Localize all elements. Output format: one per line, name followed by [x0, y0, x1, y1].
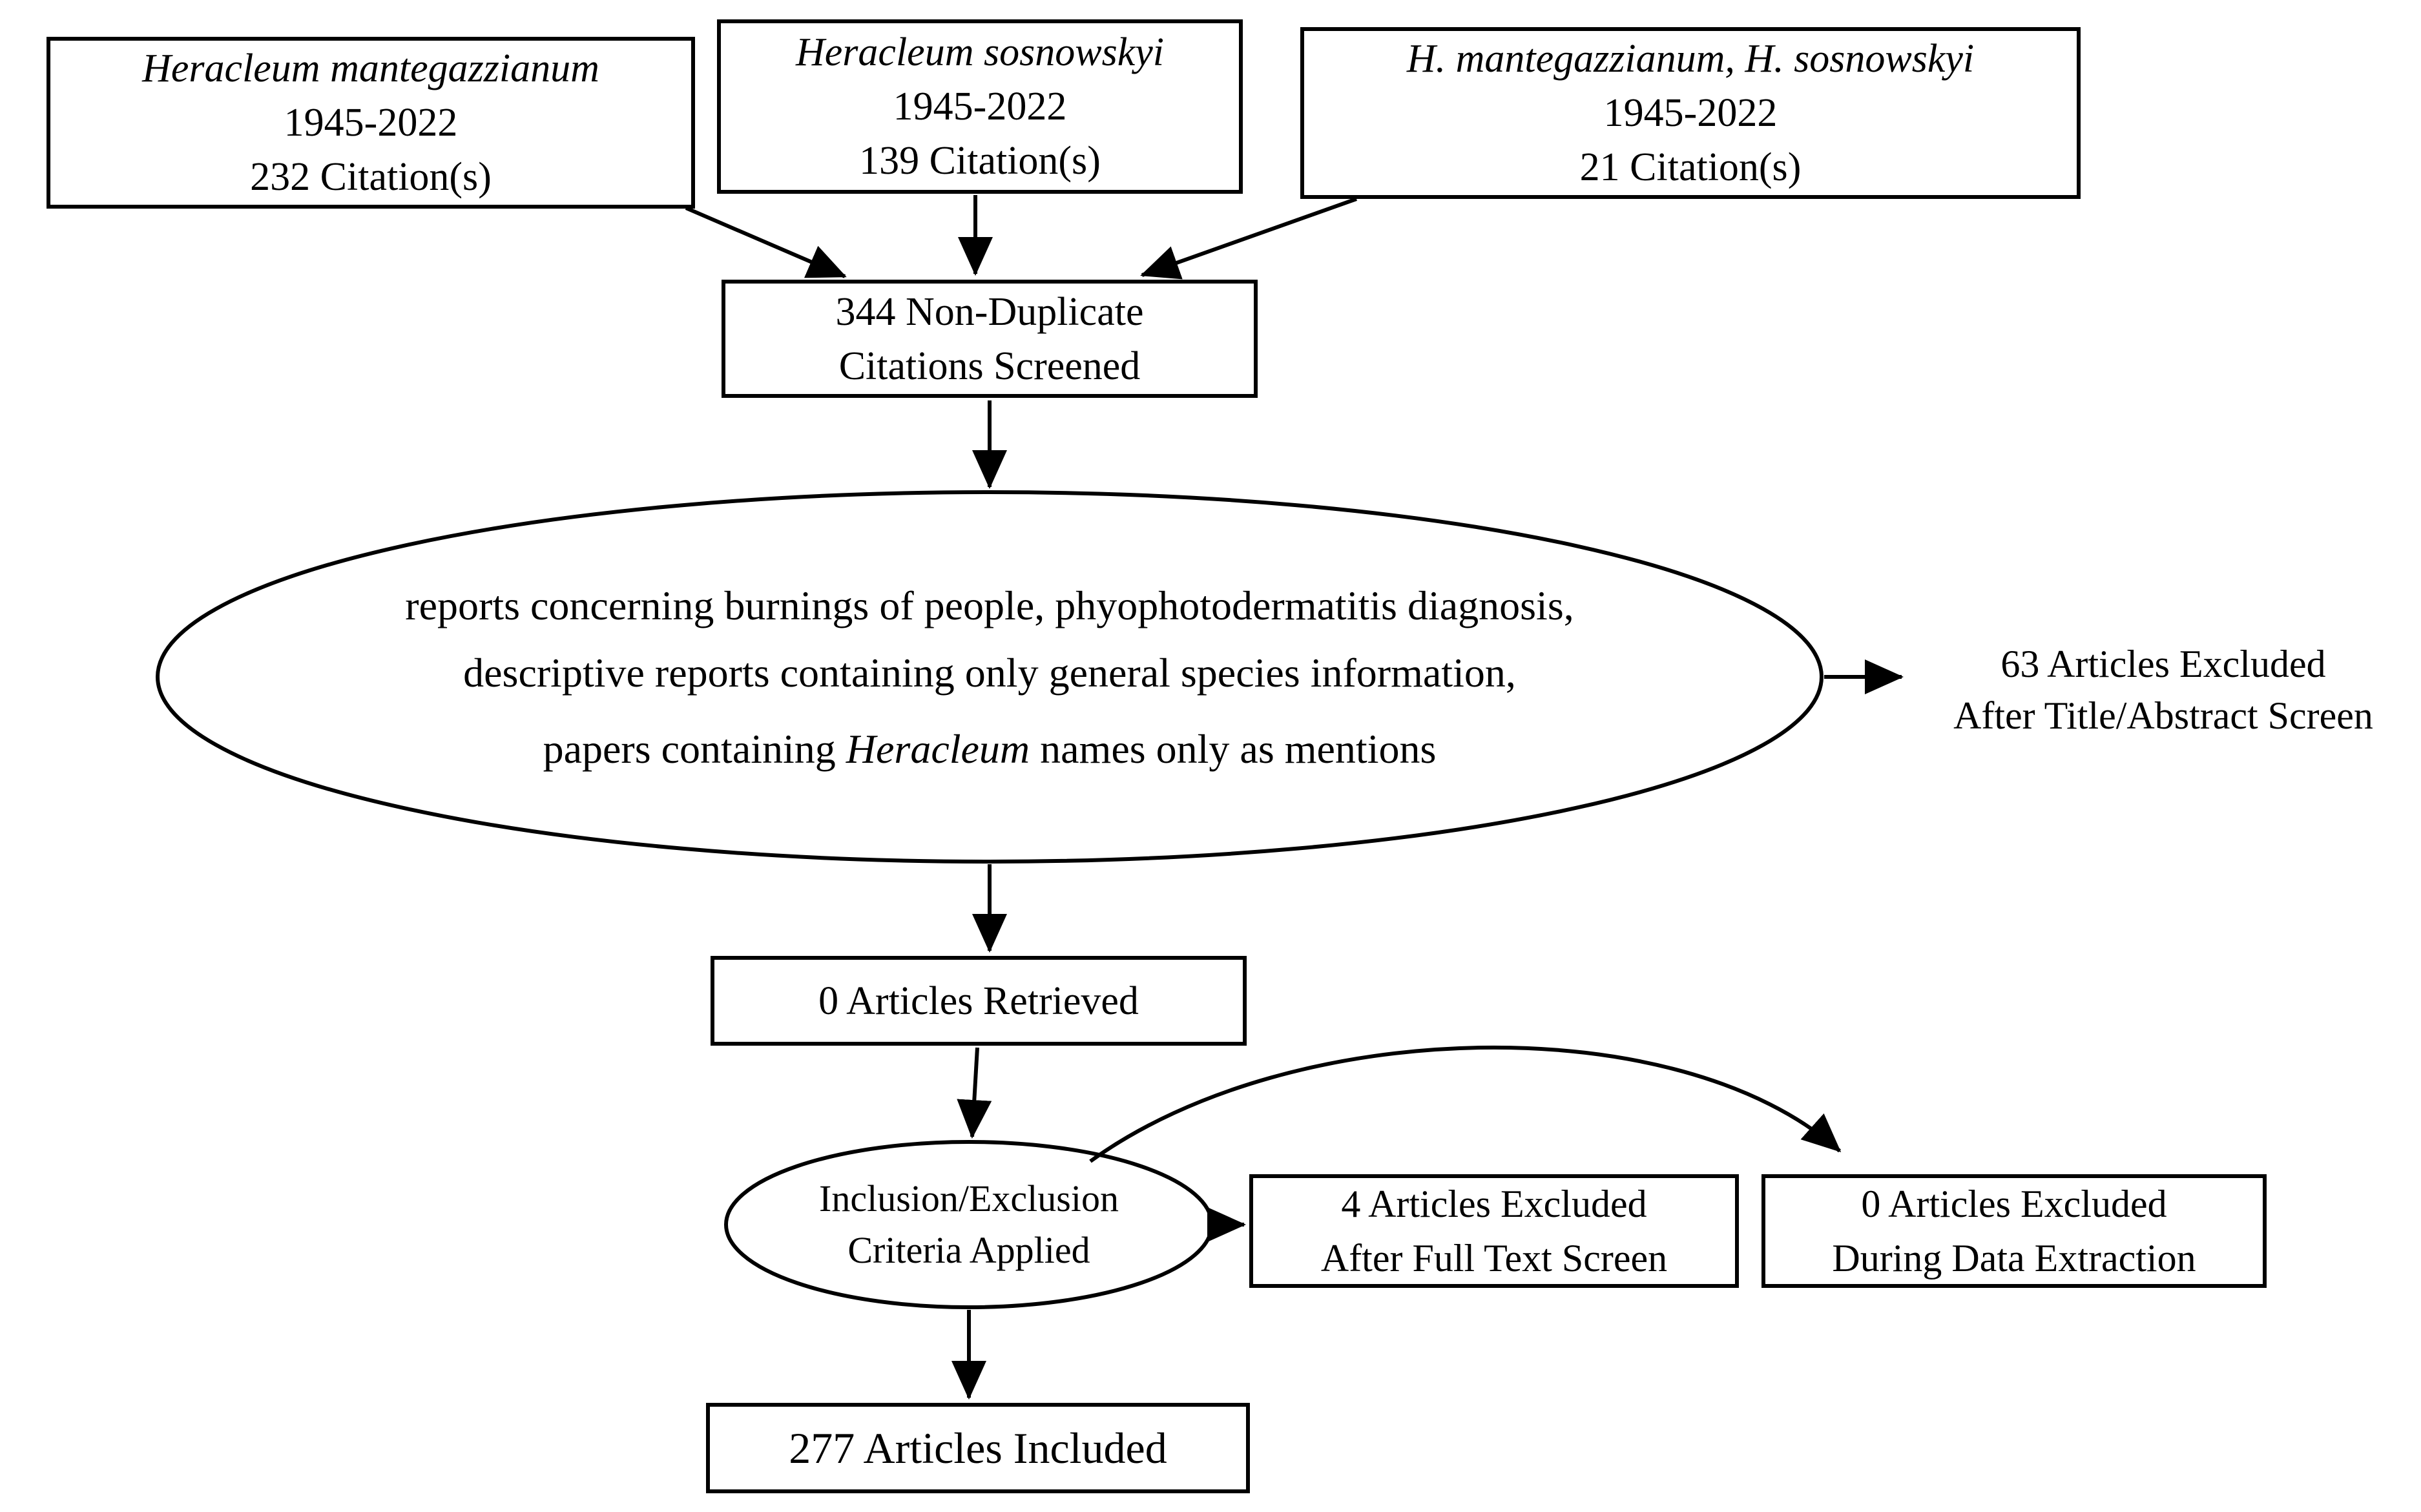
data-extraction-excluded-box: 0 Articles Excluded During Data Extracti…	[1761, 1174, 2267, 1288]
fulltext-excluded-box: 4 Articles Excluded After Full Text Scre…	[1249, 1174, 1739, 1288]
included-label: 277 Articles Included	[789, 1424, 1167, 1473]
dataextract-excluded-line2: During Data Extraction	[1832, 1237, 2196, 1279]
source-title: Heracleum mantegazzianum	[142, 47, 599, 90]
articles-retrieved-box: 0 Articles Retrieved	[711, 956, 1247, 1046]
title-abstract-excluded-label: 63 Articles Excluded After Title/Abstrac…	[1906, 638, 2421, 741]
source-years: 1945-2022	[284, 101, 458, 145]
excluded63-line1: 63 Articles Excluded	[2000, 643, 2326, 685]
criteria-line3-species: Heracleum	[846, 726, 1030, 772]
criteria-applied-line1: Inclusion/Exclusion	[819, 1177, 1119, 1219]
fulltext-excluded-line2: After Full Text Screen	[1320, 1237, 1668, 1279]
exclusion-criteria-text: reports concerning burnings of people, p…	[156, 493, 1823, 862]
source-title: H. mantegazzianum, H. sosnowskyi	[1406, 37, 1975, 81]
source-box-heracleum-sosnowskyi: Heracleum sosnowskyi 1945-2022 139 Citat…	[717, 19, 1243, 194]
criteria-line3: papers containing Heracleum names only a…	[543, 716, 1437, 783]
source-title: Heracleum sosnowskyi	[796, 30, 1164, 74]
criteria-line3-post: names only as mentions	[1030, 726, 1437, 772]
source-citations: 21 Citation(s)	[1579, 145, 1802, 189]
dataextract-excluded-line1: 0 Articles Excluded	[1861, 1183, 2167, 1225]
arrow-retrieved-to-criteria	[957, 1047, 992, 1139]
retrieved-label: 0 Articles Retrieved	[818, 979, 1139, 1023]
excluded63-line2: After Title/Abstract Screen	[1953, 694, 2373, 737]
source-years: 1945-2022	[1603, 91, 1778, 135]
fulltext-excluded-line1: 4 Articles Excluded	[1341, 1183, 1647, 1225]
screened-line2: Citations Screened	[838, 344, 1141, 388]
articles-included-box: 277 Articles Included	[706, 1403, 1250, 1493]
arrow-source3-to-screened	[1140, 197, 1358, 280]
source-box-heracleum-mantegazzianum: Heracleum mantegazzianum 1945-2022 232 C…	[47, 37, 695, 209]
non-duplicate-citations-box: 344 Non-Duplicate Citations Screened	[722, 280, 1258, 398]
criteria-line3-pre: papers containing	[543, 726, 846, 772]
criteria-applied-text: Inclusion/Exclusion Criteria Applied	[727, 1142, 1211, 1307]
source-box-combined-species: H. mantegazzianum, H. sosnowskyi 1945-20…	[1300, 27, 2081, 199]
source-years: 1945-2022	[893, 85, 1067, 129]
criteria-line1: reports concerning burnings of people, p…	[405, 583, 1574, 628]
source-citations: 232 Citation(s)	[250, 155, 492, 199]
criteria-applied-line2: Criteria Applied	[847, 1229, 1090, 1271]
criteria-line2: descriptive reports containing only gene…	[463, 650, 1516, 696]
exclusion-criteria-ellipse	[156, 490, 1824, 864]
arrow-criteria-to-dataextract-excluded	[1089, 1045, 1842, 1163]
screened-line1: 344 Non-Duplicate	[835, 289, 1144, 334]
arrow-source1-to-screened	[685, 206, 847, 278]
source-citations: 139 Citation(s)	[859, 139, 1101, 183]
